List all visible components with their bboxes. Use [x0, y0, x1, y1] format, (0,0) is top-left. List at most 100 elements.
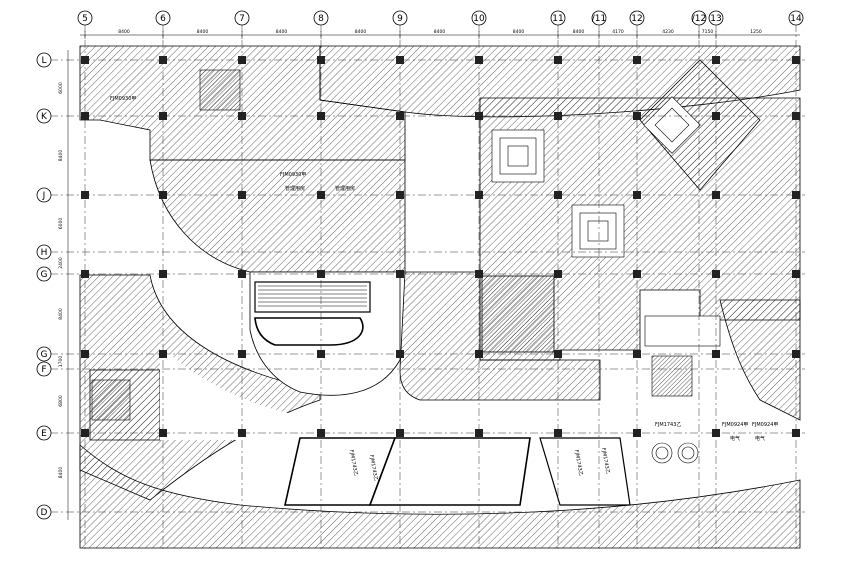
- axis-label-row-2: J: [42, 191, 46, 201]
- axis-bubble-row-1: K: [36, 108, 52, 124]
- axis-label-row-1: K: [41, 112, 48, 122]
- dim-top-9: 7150: [702, 29, 714, 35]
- door-label-fj1: FJM0930甲: [110, 96, 136, 102]
- column-8-2: [633, 191, 641, 199]
- door-label-v3: FJM1743乙: [573, 449, 584, 476]
- column-6-1: [554, 112, 562, 120]
- room-labels: FJM0930甲 FJM0930甲 FJM1743乙 FJM0924甲 FJM0…: [110, 96, 778, 481]
- column-10-2: [712, 191, 720, 199]
- column-3-3: [317, 270, 325, 278]
- hatch-dense-box: [481, 275, 555, 353]
- column-3-0: [317, 56, 325, 64]
- equipment-circles: [651, 442, 699, 464]
- dim-top-6: 8400: [573, 29, 585, 35]
- hatch-zone-center-lower: [399, 271, 601, 401]
- column-2-4: [238, 350, 246, 358]
- column-11-0: [792, 56, 800, 64]
- column-3-1: [317, 112, 325, 120]
- column-2-0: [238, 56, 246, 64]
- axis-label-row-4: G: [41, 270, 48, 280]
- axis-label-col-7: /11: [592, 14, 606, 24]
- column-1-4: [159, 350, 167, 358]
- grid-lines: [50, 24, 805, 552]
- column-10-5: [712, 429, 720, 437]
- door-label-v2: FJM1743乙: [368, 454, 379, 481]
- dim-left-4: 8400: [58, 308, 64, 320]
- axis-bubble-col-6: 11: [550, 10, 566, 26]
- room-label-mgmt-1: 管理用房: [285, 185, 305, 192]
- door-label-fj2: FJM0930甲: [280, 172, 306, 178]
- column-6-5: [554, 429, 562, 437]
- column-6-2: [554, 191, 562, 199]
- room-label-mgmt-2: 管理用房: [335, 185, 355, 192]
- axis-label-row-5: G: [41, 350, 48, 360]
- column-4-2: [396, 191, 404, 199]
- dim-top-3: 8400: [355, 29, 367, 35]
- column-3-2: [317, 191, 325, 199]
- column-5-2: [475, 191, 483, 199]
- axis-label-row-7: E: [41, 429, 47, 439]
- dim-left-5: 1700: [58, 356, 64, 368]
- column-0-5: [81, 429, 89, 437]
- axis-bubble-col-3: 8: [313, 10, 329, 26]
- column-0-1: [81, 112, 89, 120]
- door-label-v4: FJM1743乙: [600, 447, 611, 474]
- hatch-zone-bottom: [79, 444, 801, 549]
- structural-columns: [81, 56, 800, 437]
- axis-bubble-col-11: 14: [788, 10, 804, 26]
- room-label-electric-2: 电气: [755, 435, 765, 442]
- dim-top-4: 8400: [434, 29, 446, 35]
- dim-top-2: 8400: [276, 29, 288, 35]
- column-8-1: [633, 112, 641, 120]
- column-8-4: [633, 350, 641, 358]
- column-6-3: [554, 270, 562, 278]
- column-11-2: [792, 191, 800, 199]
- column-2-1: [238, 112, 246, 120]
- axis-label-col-9: /12: [692, 14, 706, 24]
- axis-bubble-col-8: 12: [629, 10, 645, 26]
- axis-label-col-5: 10: [473, 14, 485, 24]
- void-shop-front-3: [539, 437, 631, 506]
- column-4-4: [396, 350, 404, 358]
- column-5-0: [475, 56, 483, 64]
- column-1-3: [159, 270, 167, 278]
- column-1-2: [159, 191, 167, 199]
- axis-label-col-3: 8: [318, 14, 324, 24]
- column-3-4: [317, 350, 325, 358]
- column-5-1: [475, 112, 483, 120]
- column-4-5: [396, 429, 404, 437]
- axis-bubble-col-4: 9: [392, 10, 408, 26]
- axis-bubble-col-5: 10: [471, 10, 487, 26]
- axis-bubble-col-9: /12: [691, 10, 707, 26]
- column-2-5: [238, 429, 246, 437]
- dim-top-1: 8400: [197, 29, 209, 35]
- column-2-2: [238, 191, 246, 199]
- stairs: [91, 69, 721, 421]
- axis-label-col-6: 11: [552, 14, 563, 24]
- column-11-3: [792, 270, 800, 278]
- axis-bubble-row-7: E: [36, 425, 52, 441]
- column-0-2: [81, 191, 89, 199]
- dim-left-3: 2400: [58, 257, 64, 269]
- room-label-electric-1: 电气: [730, 435, 740, 442]
- axis-bubble-row-6: F: [36, 361, 52, 377]
- axis-bubble-row-5: G: [36, 346, 52, 362]
- door-label-fj3: FJM1743乙: [655, 421, 681, 428]
- axis-label-row-6: F: [41, 365, 46, 375]
- axis-label-col-10: 13: [710, 14, 721, 24]
- column-4-3: [396, 270, 404, 278]
- void-corridor: [160, 345, 620, 440]
- dim-left-7: 8400: [58, 467, 64, 479]
- dim-top-8: 4230: [662, 29, 674, 35]
- axis-label-col-0: 5: [82, 14, 88, 24]
- door-label-fj4: FJM0924甲: [722, 422, 748, 428]
- dim-left-1: 8400: [58, 150, 64, 162]
- column-5-4: [475, 350, 483, 358]
- column-5-5: [475, 429, 483, 437]
- axis-bubble-row-8: D: [36, 504, 52, 520]
- escalator: [254, 281, 371, 346]
- column-8-0: [633, 56, 641, 64]
